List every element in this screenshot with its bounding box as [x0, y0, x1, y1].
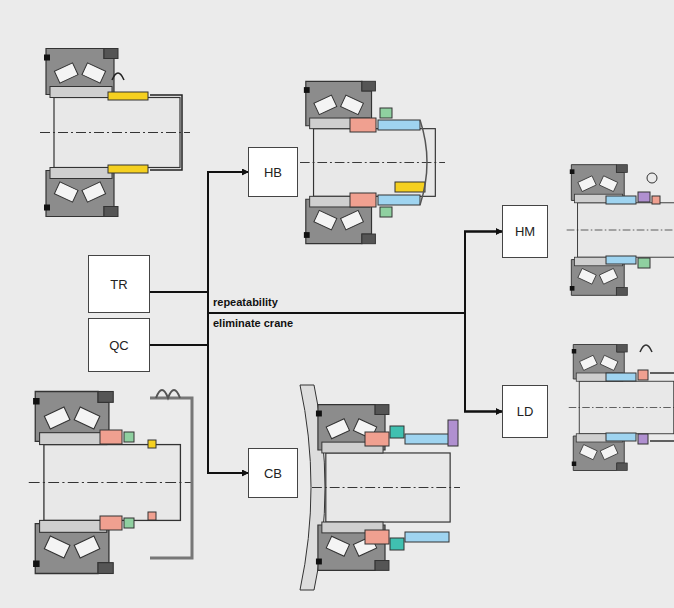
process-box: CB [248, 448, 298, 498]
ring [378, 195, 420, 205]
ring [638, 370, 648, 380]
ring [380, 207, 392, 217]
ring [148, 512, 156, 520]
ring [606, 256, 636, 264]
nut [420, 120, 427, 205]
bearing-drawing [312, 405, 460, 571]
ring [148, 440, 156, 448]
ring [448, 420, 458, 446]
ring [405, 532, 449, 542]
flow-arrow [150, 232, 502, 314]
ring [395, 182, 425, 192]
frame [640, 345, 674, 441]
box-label: HM [515, 224, 535, 239]
process-box: LD [502, 385, 548, 438]
bearing-drawing [29, 392, 192, 574]
box-label: LD [517, 404, 534, 419]
ring [390, 538, 404, 550]
box-label: TR [110, 277, 127, 292]
process-box: HM [502, 205, 548, 258]
bearing-drawing [569, 345, 674, 471]
ring [606, 433, 636, 441]
process-box: TR [88, 255, 150, 313]
flow-arrow [150, 292, 502, 412]
ring [638, 258, 650, 268]
ring [638, 192, 650, 202]
process-box: QC [88, 318, 150, 372]
handle [156, 390, 180, 398]
ring [390, 426, 404, 438]
ring [652, 196, 660, 204]
handle [112, 73, 124, 80]
frame [150, 95, 182, 170]
bearing-drawing [567, 165, 674, 296]
ring [378, 120, 420, 130]
flow-note: eliminate crane [213, 317, 293, 329]
flow-arrow [150, 313, 502, 412]
bearing-drawing [300, 81, 445, 243]
ring [365, 432, 389, 446]
sleeve [108, 165, 148, 173]
bearing-drawing [40, 49, 190, 217]
ring [100, 430, 122, 444]
flow-arrow [150, 172, 248, 292]
ring [606, 196, 636, 204]
ring [124, 432, 134, 442]
ring [405, 434, 449, 444]
box-label: QC [109, 338, 129, 353]
ring [350, 118, 376, 132]
flow-arrow [150, 345, 248, 473]
ring [350, 193, 376, 207]
flow-arrow [150, 232, 502, 346]
ring [638, 434, 648, 444]
sleeve [108, 92, 148, 100]
flow-note: repeatability [213, 296, 278, 308]
eye [647, 173, 657, 183]
ring [380, 108, 392, 118]
ring [100, 516, 122, 530]
ring [606, 373, 636, 381]
process-box: HB [248, 147, 298, 197]
box-label: CB [264, 466, 282, 481]
ring [365, 530, 389, 544]
frame [150, 398, 192, 558]
ring [124, 518, 134, 528]
box-label: HB [264, 165, 282, 180]
